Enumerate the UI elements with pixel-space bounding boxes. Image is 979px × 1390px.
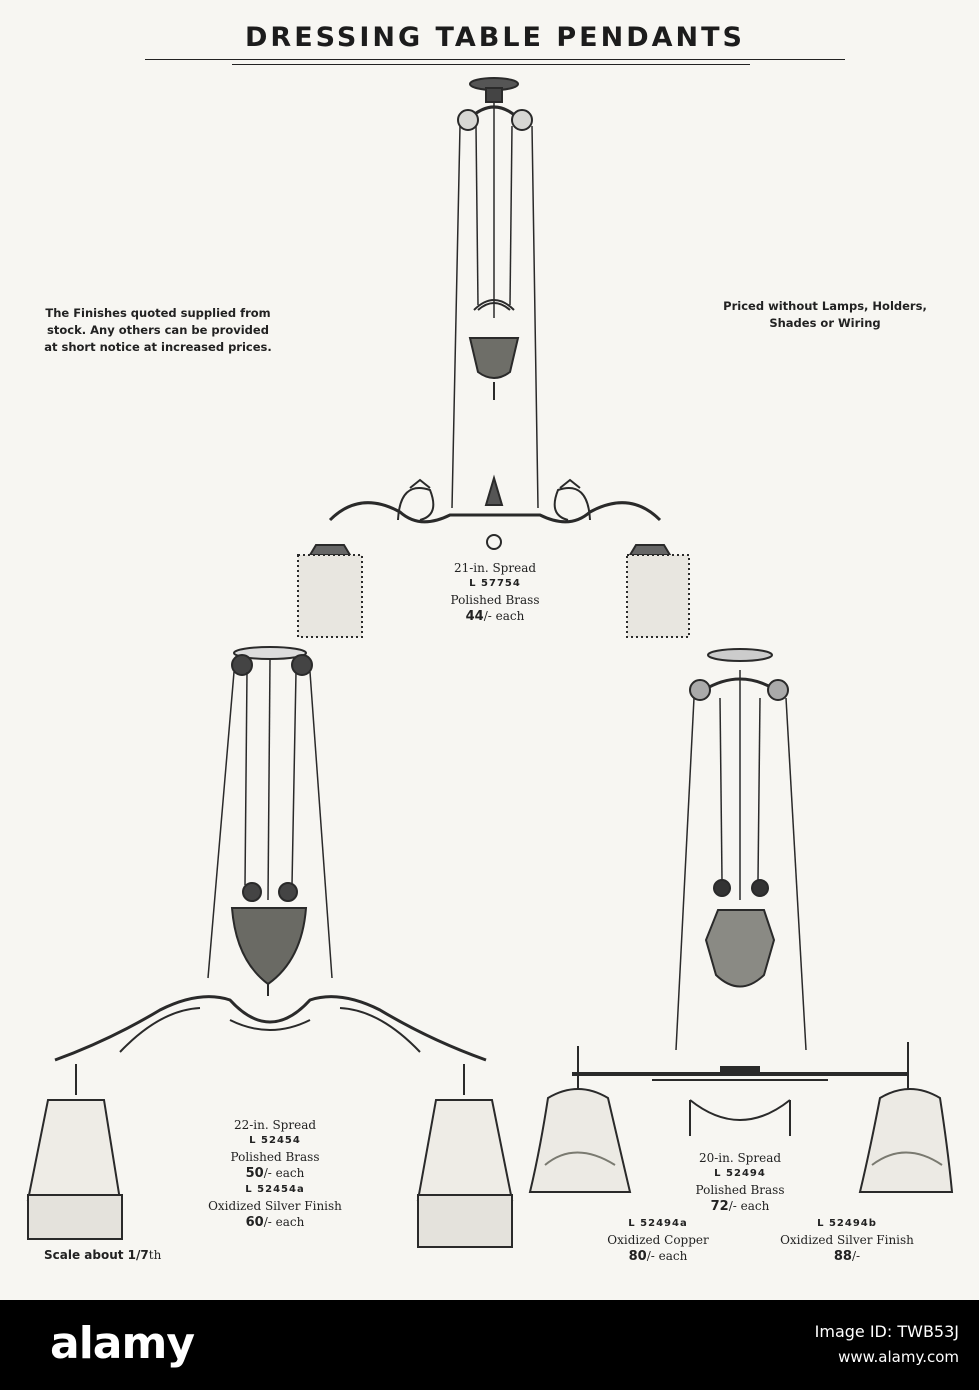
pricing-note: Priced without Lamps, Holders, Shades or… [723, 299, 927, 330]
caption-item-3b: L 52494b Oxidized Silver Finish 88/- [752, 1216, 942, 1265]
item-1-price: 44 [465, 609, 484, 624]
brand-logo: alamy [50, 1318, 195, 1369]
caption-item-2: 22-in. Spread L 52454 Polished Brass 50/… [185, 1117, 365, 1231]
item-2-finish: Polished Brass [230, 1150, 320, 1164]
page-title: DRESSING TABLE PENDANTS [245, 22, 745, 53]
item-3a-finish: Oxidized Copper [607, 1233, 709, 1247]
caption-item-3: 20-in. Spread L 52494 Polished Brass 72/… [660, 1150, 820, 1215]
item-2-price-suffix: /- each [263, 1166, 305, 1180]
item-2-price: 50 [245, 1166, 264, 1181]
item-2-spread: 22-in. Spread [233, 1118, 317, 1132]
title-rule-top [145, 59, 845, 60]
item-2-alt-price-line: 60/- each [185, 1214, 365, 1231]
pendant-illustration-top [297, 77, 690, 638]
pendant-illustrations [26, 77, 954, 1248]
item-3-spread: 20-in. Spread [698, 1151, 782, 1165]
scale-note: Scale about 1/7th [44, 1248, 161, 1262]
item-3-price-line: 72/- each [660, 1198, 820, 1215]
item-3b-finish: Oxidized Silver Finish [780, 1233, 914, 1247]
item-3-price: 72 [710, 1199, 729, 1214]
title-rule-bottom [232, 64, 750, 65]
item-2-alt-price-suffix: /- each [263, 1215, 305, 1229]
item-1-price-line: 44/- each [400, 608, 590, 625]
site-url: www.alamy.com [838, 1348, 959, 1366]
caption-item-1: 21-in. Spread L 57754 Polished Brass 44/… [400, 560, 590, 625]
item-3b-price: 88 [833, 1249, 852, 1264]
item-3-finish: Polished Brass [695, 1183, 785, 1197]
item-1-code: L 57754 [469, 578, 521, 589]
item-3a-price-line: 80/- each [570, 1248, 746, 1265]
image-id: Image ID: TWB53J [814, 1322, 959, 1341]
item-3-code: L 52494 [714, 1168, 766, 1179]
item-3b-price-line: 88/- [752, 1248, 942, 1265]
item-2-code: L 52454 [249, 1135, 301, 1146]
finishes-note: The Finishes quoted supplied from stock.… [44, 306, 272, 354]
catalogue-page [0, 0, 979, 1300]
item-3a-price-suffix: /- each [646, 1249, 688, 1263]
item-2-price-line: 50/- each [185, 1165, 365, 1182]
scale-fraction: 1/7 [127, 1248, 149, 1262]
item-1-spread: 21-in. Spread [453, 561, 537, 575]
item-1-finish: Polished Brass [450, 593, 540, 607]
item-1-price-suffix: /- each [483, 609, 525, 623]
pendant-illustration-left [26, 646, 514, 1248]
item-3b-price-suffix: /- [851, 1249, 861, 1263]
item-2-alt-finish: Oxidized Silver Finish [208, 1199, 342, 1213]
item-2-alt-price: 60 [245, 1215, 264, 1230]
item-3b-code: L 52494b [817, 1218, 877, 1229]
item-3a-code: L 52494a [628, 1218, 688, 1229]
pendant-illustration-right [528, 648, 954, 1193]
caption-item-3a: L 52494a Oxidized Copper 80/- each [570, 1216, 746, 1265]
watermark-footer [0, 1300, 979, 1390]
scale-suffix: th [148, 1248, 162, 1262]
item-2-alt-code: L 52454a [245, 1184, 305, 1195]
item-3-price-suffix: /- each [728, 1199, 770, 1213]
item-3a-price: 80 [628, 1249, 647, 1264]
scale-prefix: Scale about [44, 1248, 128, 1262]
